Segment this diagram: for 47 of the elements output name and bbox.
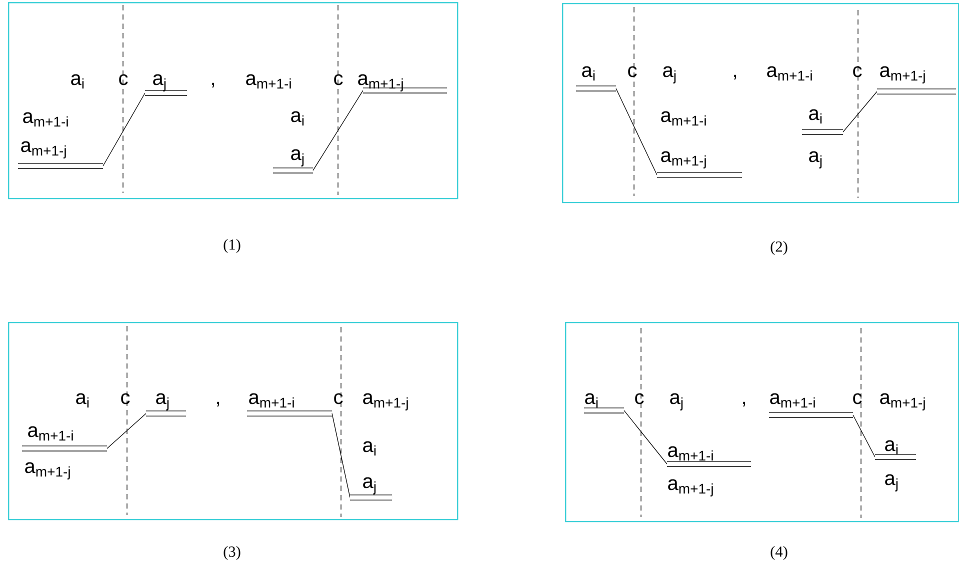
math-label: a$_{m+1-j}$ — [880, 393, 925, 410]
math-label: a$_{i}$ — [71, 74, 84, 89]
math-label: a$_{m+1-j}$ — [880, 66, 925, 84]
math-label: a$_{m+1-j}$ — [21, 141, 66, 158]
math-label: , — [217, 402, 220, 407]
math-label: a$_{j}$ — [153, 74, 166, 92]
math-label: c — [853, 393, 862, 404]
math-label: a$_{i}$ — [885, 440, 898, 455]
node-label: (3) — [224, 546, 240, 560]
math-label: a$_{j}$ — [363, 477, 376, 494]
math-label: c — [853, 66, 862, 78]
math-label: c — [334, 393, 343, 404]
node-label: (4) — [770, 546, 788, 560]
math-label: a$_{m+1-j}$ — [363, 393, 408, 410]
math-label: a$_{m+1-i}$ — [249, 393, 294, 408]
math-label: a$_{m+1-i}$ — [23, 112, 68, 127]
math-label: c — [628, 66, 637, 78]
math-label: a$_{m+1-j}$ — [25, 462, 70, 480]
node-label: (2) — [770, 241, 788, 255]
math-label: , — [743, 402, 746, 407]
math-label: a$_{m+1-j}$ — [668, 479, 713, 496]
math-label: a$_{m+1-i}$ — [767, 66, 812, 81]
math-label: a$_{i}$ — [582, 66, 595, 81]
math-label: a$_{j}$ — [663, 66, 676, 84]
math-label: a$_{i}$ — [809, 109, 822, 124]
math-label: c — [334, 74, 343, 86]
math-label: c — [119, 74, 128, 86]
math-label: c — [635, 393, 644, 404]
math-label: a$_{i}$ — [363, 441, 376, 456]
math-label: a$_{m+1-i}$ — [246, 74, 291, 89]
math-label: a$_{m+1-i}$ — [661, 111, 706, 126]
math-label: a$_{m+1-i}$ — [668, 446, 713, 461]
math-label: , — [212, 82, 214, 88]
math-label: a$_{j}$ — [670, 393, 683, 410]
math-label: c — [121, 393, 130, 404]
math-label: a$_{j}$ — [291, 149, 304, 166]
math-label: a$_{j}$ — [156, 393, 169, 410]
math-label: , — [734, 74, 736, 80]
math-label: a$_{i}$ — [585, 393, 598, 408]
math-label: a$_{j}$ — [885, 474, 898, 492]
math-label: a$_{m+1-i}$ — [28, 426, 73, 441]
math-label: a$_{m+1-i}$ — [770, 393, 815, 408]
node-label: (1) — [224, 239, 240, 253]
math-label: a$_{i}$ — [291, 111, 304, 126]
math-label: a$_{m+1-j}$ — [661, 151, 706, 168]
math-label: a$_{j}$ — [809, 151, 822, 168]
math-label: a$_{i}$ — [76, 393, 89, 408]
